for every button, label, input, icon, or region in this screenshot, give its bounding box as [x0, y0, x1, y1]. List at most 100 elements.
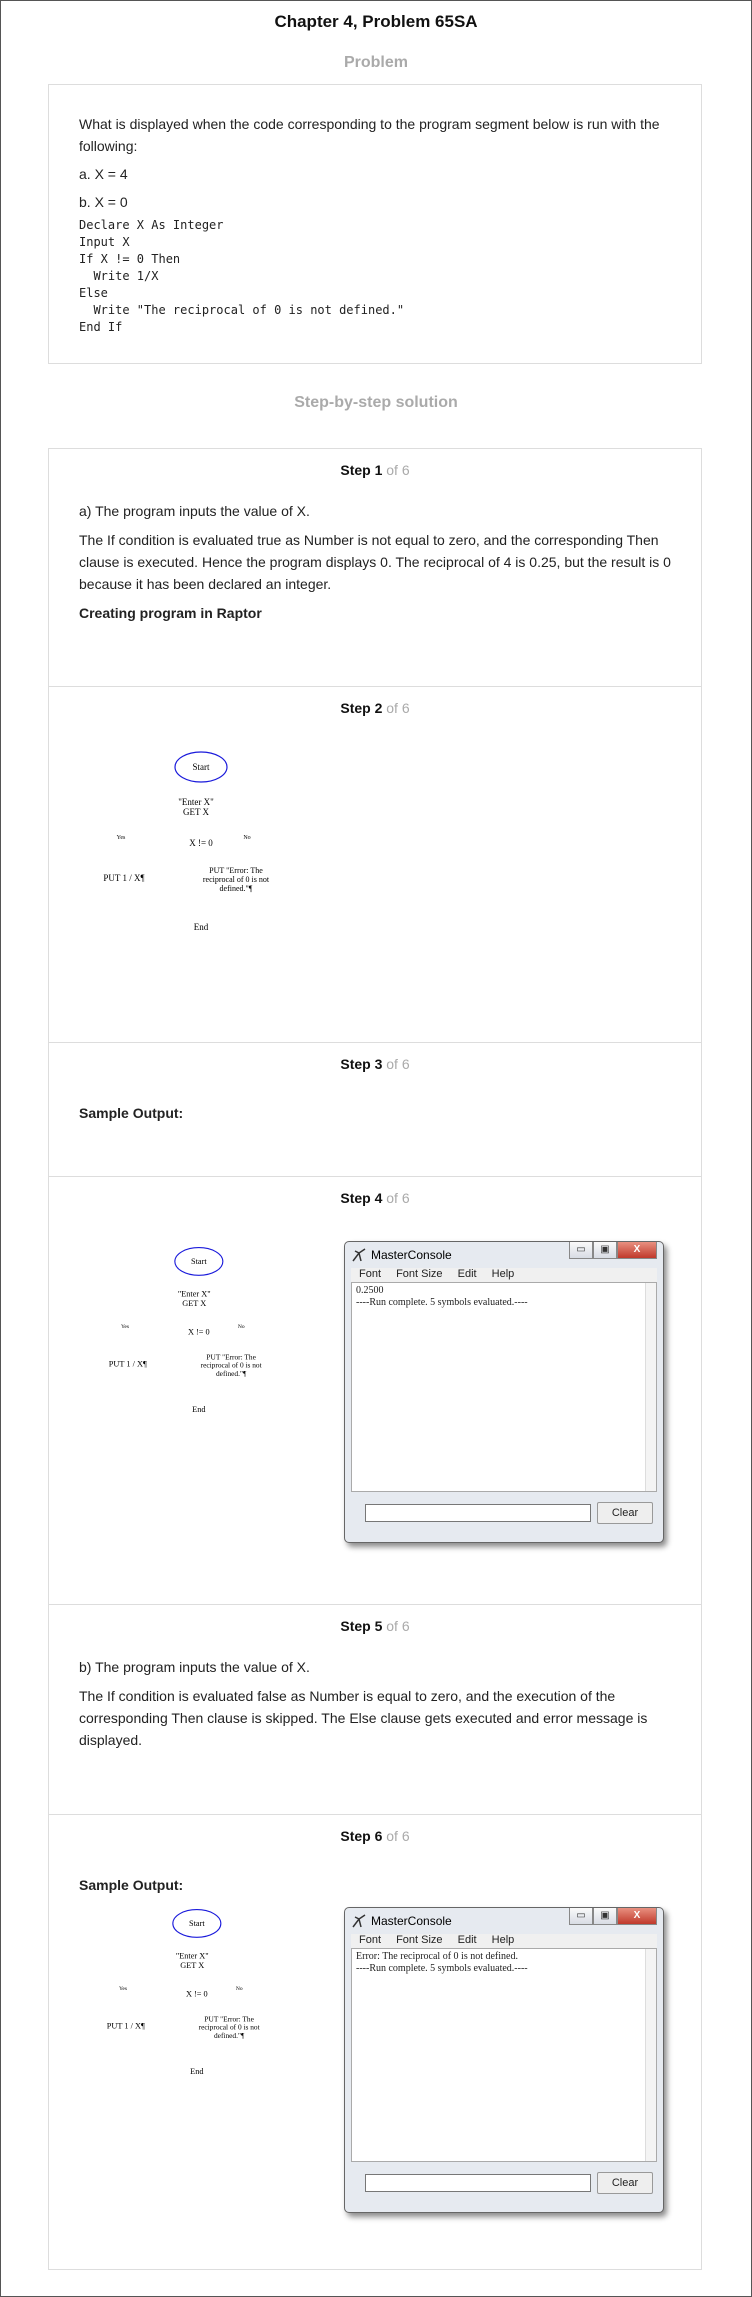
step-count: of 6 [382, 700, 410, 716]
step-text: The If condition is evaluated true as Nu… [79, 532, 671, 592]
then-label: PUT 1 / X¶ [107, 2022, 145, 2031]
menu-help[interactable]: Help [491, 1934, 515, 1946]
step-label: Step 2 [340, 700, 383, 716]
input-prompt-label: "Enter X" [178, 1290, 211, 1299]
problem-intro: What is displayed when the code correspo… [79, 116, 660, 154]
output-line: ----Run complete. 5 symbols evaluated.--… [356, 1297, 528, 1308]
menu-font-size[interactable]: Font Size [396, 1268, 443, 1280]
step-count: of 6 [382, 1056, 410, 1072]
menu-bar: Font Font Size Edit Help [351, 1268, 657, 1282]
problem-case-b: b. X = 0 [79, 194, 128, 210]
no-label: No [238, 1324, 245, 1330]
minimize-button[interactable]: ▭ [569, 1908, 593, 1925]
step-6: Step 6 of 6 Sample Output: Start "Enter … [49, 1815, 701, 2271]
start-terminal [174, 751, 228, 783]
input-get-label: GET X [183, 807, 210, 817]
step-text: a) The program inputs the value of X. [79, 503, 310, 519]
start-label: Start [191, 1257, 207, 1266]
step-count: of 6 [382, 462, 410, 478]
problem-code: Declare X As Integer Input X If X != 0 T… [79, 218, 405, 334]
else-label-1: PUT "Error: The [204, 2014, 254, 2023]
input-get-label: GET X [180, 1961, 204, 1970]
problem-case-a: a. X = 4 [79, 166, 128, 182]
menu-edit[interactable]: Edit [457, 1268, 477, 1280]
output-line: ----Run complete. 5 symbols evaluated.--… [356, 1963, 528, 1974]
menu-font[interactable]: Font [359, 1934, 382, 1946]
step-header: Step 2 of 6 [49, 687, 701, 716]
clear-button[interactable]: Clear [597, 2172, 653, 2194]
yes-label: Yes [119, 1986, 127, 1992]
maximize-button[interactable]: ▣ [593, 1908, 617, 1925]
menu-font-size[interactable]: Font Size [396, 1934, 443, 1946]
master-console-window: MasterConsole ▭ ▣ X Font Font Size Edit … [344, 1241, 664, 1543]
menu-help[interactable]: Help [491, 1268, 515, 1280]
step-header: Step 1 of 6 [49, 449, 701, 478]
decision-label: X != 0 [189, 838, 213, 848]
menu-edit[interactable]: Edit [457, 1934, 477, 1946]
solution-box: Step 1 of 6 a) The program inputs the va… [48, 448, 702, 2270]
page-title: Chapter 4, Problem 65SA [274, 12, 478, 31]
input-get-label: GET X [182, 1299, 206, 1308]
problem-heading: Problem [343, 54, 408, 71]
problem-box: What is displayed when the code correspo… [48, 84, 702, 364]
output-line: 0.2500 [356, 1285, 384, 1296]
scrollbar[interactable] [645, 1949, 656, 2161]
then-label: PUT 1 / X¶ [109, 1360, 147, 1369]
end-label: End [190, 2067, 204, 2076]
raptor-flowchart: Start "Enter X" GET X X != 0 Yes No PUT … [109, 1247, 262, 1414]
console-input[interactable] [365, 2174, 591, 2192]
step-text: The If condition is evaluated false as N… [79, 1688, 648, 1748]
minimize-button[interactable]: ▭ [569, 1242, 593, 1259]
window-title: MasterConsole [371, 1914, 452, 1928]
start-label: Start [189, 1919, 205, 1928]
step-label: Step 5 [340, 1618, 383, 1634]
close-button[interactable]: X [617, 1242, 657, 1259]
step-subheading: Creating program in Raptor [79, 605, 262, 621]
else-label-2: reciprocal of 0 is not [199, 2023, 260, 2032]
yes-label: Yes [121, 1324, 129, 1330]
scrollbar[interactable] [645, 1283, 656, 1491]
input-prompt-label: "Enter X" [178, 797, 214, 807]
yes-label: Yes [117, 835, 126, 841]
step-label: Step 1 [340, 462, 383, 478]
console-output: Error: The reciprocal of 0 is not define… [351, 1948, 657, 2162]
menu-bar: Font Font Size Edit Help [351, 1934, 657, 1948]
step-subheading: Sample Output: [79, 1105, 184, 1121]
step-count: of 6 [382, 1828, 410, 1844]
step-header: Step 4 of 6 [49, 1177, 701, 1206]
decision-label: X != 0 [186, 1989, 208, 1998]
else-label-1: PUT "Error: The [209, 866, 263, 875]
then-label: PUT 1 / X¶ [103, 873, 144, 883]
else-label-2: reciprocal of 0 is not [201, 1361, 262, 1370]
step-3: Step 3 of 6 Sample Output: [49, 1043, 701, 1177]
console-input[interactable] [365, 1504, 591, 1522]
else-label-3: defined."¶ [214, 2031, 245, 2040]
step-header: Step 6 of 6 [49, 1815, 701, 1844]
else-label-3: defined."¶ [220, 884, 253, 893]
else-label-3: defined."¶ [216, 1369, 247, 1378]
start-terminal [172, 1909, 222, 1938]
step-subheading: Sample Output: [79, 1877, 184, 1893]
end-label: End [192, 1405, 206, 1414]
raptor-flowchart: Start "Enter X" GET X X != 0 Yes No PUT … [103, 751, 270, 932]
step-4: Step 4 of 6 Start "Enter X" GET X X != 0… [49, 1177, 701, 1605]
step-count: of 6 [382, 1618, 410, 1634]
raptor-bird-icon [352, 1914, 366, 1928]
maximize-button[interactable]: ▣ [593, 1242, 617, 1259]
close-button[interactable]: X [617, 1908, 657, 1925]
step-label: Step 4 [340, 1190, 383, 1206]
step-header: Step 3 of 6 [49, 1043, 701, 1072]
step-label: Step 3 [340, 1056, 383, 1072]
end-label: End [194, 922, 209, 932]
input-prompt-label: "Enter X" [176, 1952, 209, 1961]
console-output: 0.2500 ----Run complete. 5 symbols evalu… [351, 1282, 657, 1492]
step-5: Step 5 of 6 b) The program inputs the va… [49, 1605, 701, 1815]
start-terminal [174, 1247, 224, 1276]
step-count: of 6 [382, 1190, 410, 1206]
no-label: No [243, 835, 250, 841]
menu-font[interactable]: Font [359, 1268, 382, 1280]
step-label: Step 6 [340, 1828, 383, 1844]
else-label-1: PUT "Error: The [206, 1352, 256, 1361]
master-console-window: MasterConsole ▭ ▣ X Font Font Size Edit … [344, 1907, 664, 2213]
clear-button[interactable]: Clear [597, 1502, 653, 1524]
